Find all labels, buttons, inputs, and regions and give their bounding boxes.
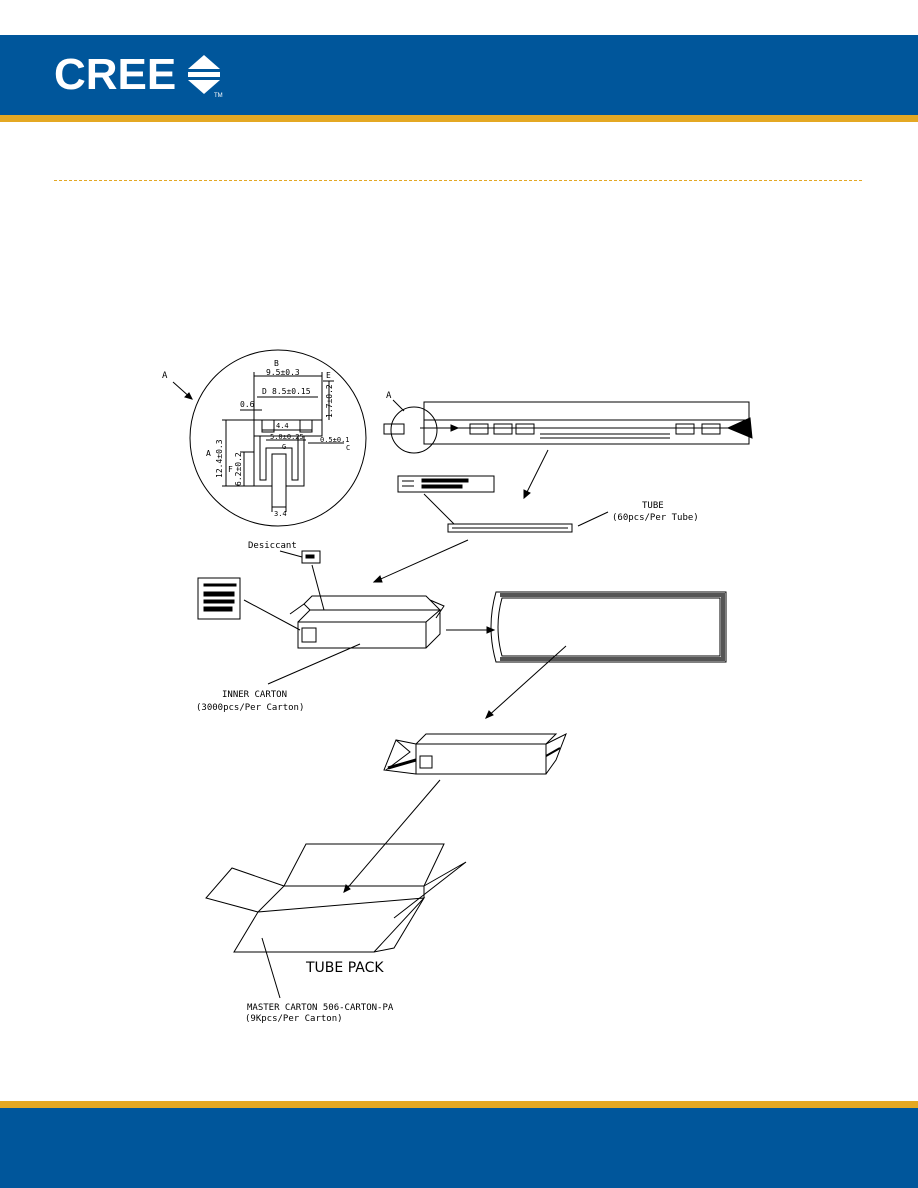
dim-44: 4.4 — [276, 422, 289, 430]
dim-a-value: 12.4±0.3 — [215, 439, 224, 478]
inner-carton — [267, 595, 496, 685]
tube-part — [383, 423, 405, 435]
tube-label-card — [397, 475, 495, 493]
dim-b-label: B — [274, 359, 279, 368]
moisture-bag — [485, 591, 727, 719]
dim-e-label: E — [326, 371, 331, 380]
flap-left — [205, 867, 285, 913]
trademark-mark: TM — [214, 93, 223, 97]
cree-logo: CREE TM — [54, 50, 224, 99]
dim-f-value: 6.2±0.2 — [234, 452, 243, 486]
dim-a-label: A — [206, 449, 211, 458]
detail-view-a — [172, 349, 367, 527]
footer-gold-stripe — [0, 1101, 918, 1108]
component-leg — [253, 436, 305, 487]
master-carton — [205, 843, 467, 999]
pack-to-master-arrow — [343, 779, 441, 893]
logo-text: CREE — [54, 50, 177, 99]
header-gold-stripe — [0, 115, 918, 122]
sealed-pack — [343, 732, 567, 893]
tube-detail-circle — [390, 406, 438, 454]
detail-circle — [189, 349, 367, 527]
dim-c-value: 0.5±0.1 — [320, 436, 350, 444]
footer-blue-band — [0, 1108, 918, 1188]
detail-callout-a: A — [162, 371, 168, 381]
tube-side-view — [383, 399, 753, 500]
dim-50: 5.0±0.25 — [270, 433, 304, 441]
tube-small — [447, 523, 573, 533]
tube-qty: (60pcs/Per Tube) — [612, 513, 699, 523]
inner-carton-label-text: INNER CARTON — [222, 690, 287, 700]
inner-carton-label — [301, 627, 317, 643]
dim-b-value: 9.5±0.3 — [266, 368, 300, 377]
tube-with-label — [372, 475, 609, 583]
tube-to-carton-arrow — [373, 539, 469, 583]
tube-pack-label: TUBE PACK — [305, 960, 384, 976]
tube-plug — [726, 417, 753, 439]
desiccant-label: Desiccant — [248, 541, 297, 551]
dim-g-label: G — [282, 443, 286, 451]
dim-34: 3.4 — [274, 510, 287, 518]
tube-callout-a: A — [386, 391, 392, 401]
dim-f-label: F — [228, 465, 233, 474]
dim-d-value: 8.5±0.15 — [272, 387, 311, 396]
dim-06: 0.6 — [240, 400, 255, 409]
section-divider — [54, 180, 862, 181]
sealed-pack-body — [415, 743, 547, 775]
bag-outline — [490, 591, 727, 663]
tube-arrow — [523, 449, 549, 499]
inner-carton-body — [297, 608, 441, 649]
tube-label: TUBE — [642, 501, 664, 511]
master-carton-label: MASTER CARTON 506-CARTON-PA — [247, 1003, 394, 1013]
dim-e-value: 1.7±0.2 — [325, 384, 334, 418]
instruction-sheet — [197, 577, 241, 620]
bag-to-pack-arrow — [485, 645, 567, 719]
header: CREE TM — [0, 0, 918, 124]
flap-back — [283, 843, 445, 887]
master-carton-qty: (9Kpcs/Per Carton) — [245, 1014, 343, 1024]
flap-right — [393, 861, 467, 919]
inner-carton-qty: (3000pcs/Per Carton) — [196, 703, 304, 713]
leader-arrowhead — [184, 392, 193, 400]
dim-c-label: C — [346, 444, 350, 452]
master-carton-front — [233, 897, 426, 953]
header-blue-band — [0, 35, 918, 115]
component-top — [253, 419, 323, 437]
logo-arrows-icon: TM — [188, 55, 223, 97]
desiccant-group — [197, 550, 325, 631]
dim-d-label: D — [262, 387, 267, 396]
pack-label — [419, 755, 433, 769]
